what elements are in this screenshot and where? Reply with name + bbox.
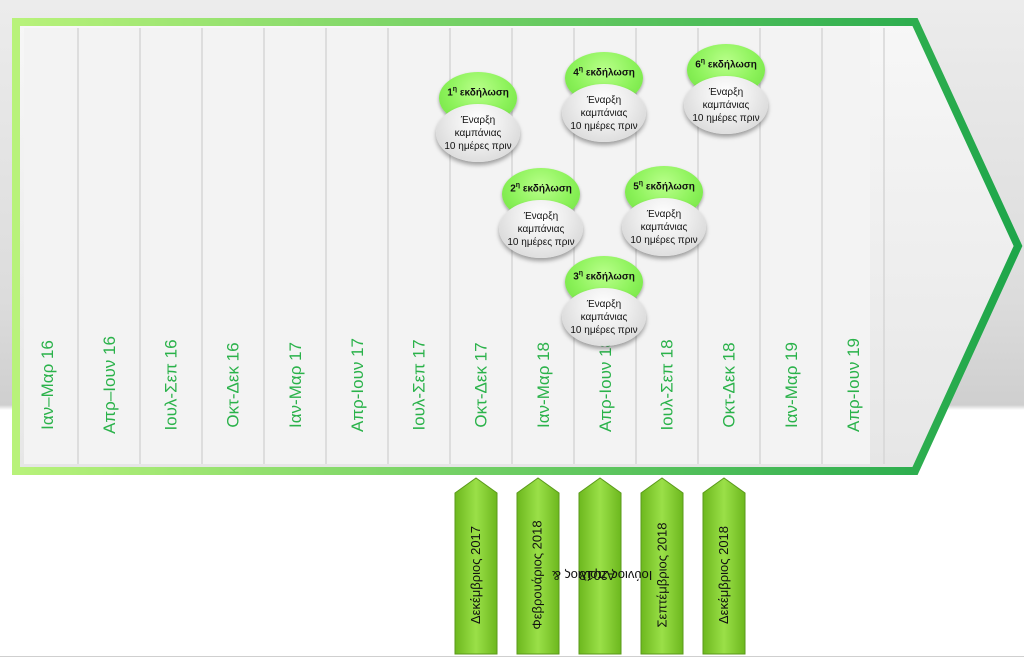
date-tag-dec-2018: [702, 477, 746, 655]
quarter-label: Ιαν-Μαρ 17: [265, 310, 327, 460]
event-body: [499, 200, 583, 258]
event-body: [684, 76, 768, 134]
event-title: 2η εκδήλωση: [510, 182, 572, 195]
date-text: Φεβρουάριος 2018: [530, 520, 545, 630]
quarter-text: Ιουλ-Σεπ 16: [162, 339, 181, 431]
date-label-dec-2018: Δεκέμβριος 2018: [703, 500, 745, 650]
date-label-apr-jun-2018: Απρίλιος &Ιούνιος 2018: [552, 500, 653, 650]
date-label-sep-2018: Σεπτέμβριος 2018: [641, 500, 683, 650]
bottom-divider: [0, 656, 1024, 657]
quarter-text: Ιουλ-Σεπ 18: [658, 339, 677, 431]
quarter-text: Ιουλ-Σεπ 17: [410, 339, 429, 431]
quarter-label: Απρ–Ιουν 16: [79, 310, 141, 460]
event-body: [562, 288, 646, 346]
quarter-label: Ιουλ-Σεπ 16: [141, 310, 203, 460]
date-tag-sep-2018: [640, 477, 684, 655]
date-text: Απρίλιος &Ιούνιος 2018: [552, 568, 653, 583]
date-tag-feb-2018: [516, 477, 560, 655]
quarter-text: Απρ-Ιουν 17: [348, 337, 368, 433]
event-title: 4η εκδήλωση: [573, 66, 635, 79]
quarter-label: Ιαν–Μαρ 16: [17, 310, 79, 460]
quarter-label: Απρ-Ιουν 17: [327, 310, 389, 460]
quarter-text: Ιαν-Μαρ 19: [782, 341, 802, 429]
quarter-text: Οκτ-Δεκ 18: [720, 342, 740, 428]
event-body: [436, 104, 520, 162]
quarter-text: Οκτ-Δεκ 17: [472, 342, 492, 428]
quarter-label: Οκτ-Δεκ 17: [451, 310, 513, 460]
event-title: 6η εκδήλωση: [695, 58, 757, 71]
date-tag-dec-2017: [454, 477, 498, 655]
date-text: Σεπτέμβριος 2018: [654, 522, 670, 628]
quarter-label: Απρ-Ιουν 19: [823, 310, 885, 460]
date-text: Δεκέμβριος 2018: [716, 525, 731, 625]
date-text: Δεκέμβριος 2017: [468, 525, 483, 625]
quarter-label: Ιαν-Μαρ 19: [761, 310, 823, 460]
date-tags: [454, 477, 746, 655]
event-title: 5η εκδήλωση: [633, 180, 695, 193]
quarter-text: Ιαν-Μαρ 17: [286, 341, 306, 429]
event-title: 1η εκδήλωση: [447, 86, 509, 99]
quarter-text: Ιαν–Μαρ 16: [38, 340, 57, 430]
date-tag-apr-jun-2018: [578, 477, 622, 655]
event-body: [622, 198, 706, 256]
quarter-text: Απρ–Ιουν 16: [100, 336, 119, 434]
quarter-label: Οκτ-Δεκ 16: [203, 310, 265, 460]
event-title: 3η εκδήλωση: [573, 270, 635, 283]
date-label-dec-2017: Δεκέμβριος 2017: [455, 500, 497, 650]
event-body: [562, 84, 646, 142]
quarter-label: Οκτ-Δεκ 18: [699, 310, 761, 460]
quarter-text: Απρ-Ιουν 19: [844, 337, 864, 433]
quarter-text: Οκτ-Δεκ 16: [224, 342, 244, 428]
quarter-label: Ιουλ-Σεπ 17: [389, 310, 451, 460]
quarter-text: Ιαν-Μαρ 18: [534, 341, 554, 429]
